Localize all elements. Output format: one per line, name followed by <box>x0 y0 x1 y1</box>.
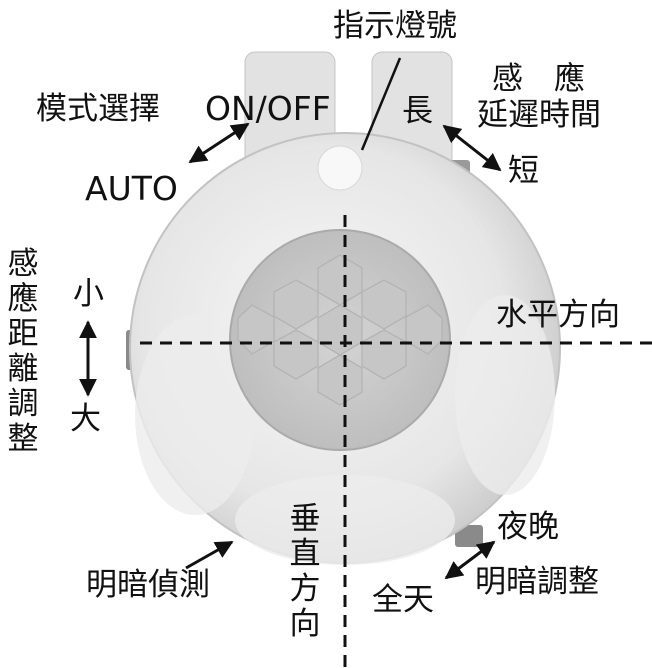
on-off-label: ON/OFF <box>205 89 331 128</box>
delay-arrow <box>442 124 502 172</box>
indicator-label: 指示燈號 <box>333 8 457 44</box>
auto-label: AUTO <box>85 169 178 208</box>
distance-adjust-label: 感應距離調整 <box>7 246 39 458</box>
light-detect-label: 明暗偵測 <box>86 567 210 603</box>
light-adjust-arrow <box>444 540 496 580</box>
body-lobe-left <box>135 315 255 515</box>
light-adjust-label: 明暗調整 <box>475 564 599 600</box>
vertical-direction-label: 垂直方向 <box>289 501 321 643</box>
body-lobe-right <box>455 295 555 495</box>
large-label: 大 <box>70 401 101 437</box>
long-label: 長 <box>402 93 433 129</box>
delay-label-line1: 感 應 <box>492 61 585 97</box>
small-label: 小 <box>73 276 104 312</box>
short-label: 短 <box>508 153 539 189</box>
mode-arrow <box>188 122 250 164</box>
delay-label-line2: 延遲時間 <box>477 97 601 133</box>
indicator-led <box>317 145 363 191</box>
night-label: 夜晚 <box>497 509 559 545</box>
horizontal-direction-label: 水平方向 <box>496 297 620 333</box>
light-detect-arrow <box>185 540 234 570</box>
allday-label: 全天 <box>372 582 434 618</box>
mode-select-label: 模式選擇 <box>36 91 160 127</box>
indicator-pointer <box>360 57 402 151</box>
